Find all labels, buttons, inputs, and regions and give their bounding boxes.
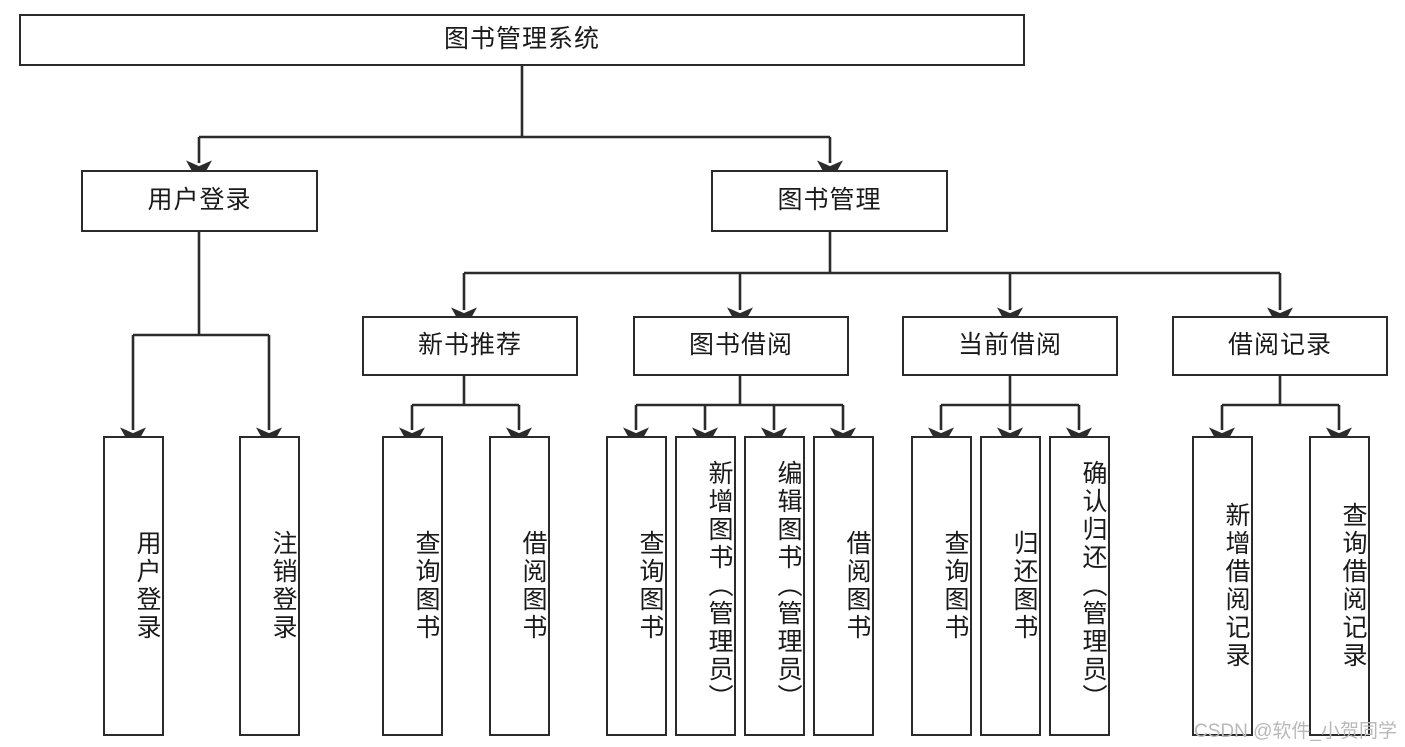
leaf-edit-book-admin[interactable]: 编辑图书（管理员） — [744, 436, 805, 736]
node-new-book-recommend[interactable]: 新书推荐 — [362, 316, 578, 376]
node-current-borrow[interactable]: 当前借阅 — [902, 316, 1118, 376]
node-borrow-record[interactable]: 借阅记录 — [1172, 316, 1388, 376]
leaf-borrow-book[interactable]: 借阅图书 — [813, 436, 874, 736]
node-root-system[interactable]: 图书管理系统 — [19, 14, 1025, 66]
csdn-watermark: CSDN @软件_小贺同学 — [1194, 721, 1397, 742]
leaf-add-borrow-record[interactable]: 新增借阅记录 — [1192, 436, 1253, 736]
leaf-query-borrow-record[interactable]: 查询借阅记录 — [1309, 436, 1370, 736]
leaf-query-book-borrow[interactable]: 查询图书 — [606, 436, 667, 736]
leaf-user-login[interactable]: 用户登录 — [103, 436, 164, 736]
node-book-manage[interactable]: 图书管理 — [711, 170, 948, 232]
leaf-borrow-book-recommend[interactable]: 借阅图书 — [489, 436, 550, 736]
leaf-confirm-return-admin[interactable]: 确认归还（管理员） — [1049, 436, 1110, 736]
leaf-query-book-recommend[interactable]: 查询图书 — [382, 436, 443, 736]
node-user-login[interactable]: 用户登录 — [81, 170, 318, 232]
leaf-user-logout[interactable]: 注销登录 — [239, 436, 300, 736]
leaf-return-book[interactable]: 归还图书 — [980, 436, 1041, 736]
leaf-query-book-current[interactable]: 查询图书 — [911, 436, 972, 736]
leaf-add-book-admin[interactable]: 新增图书（管理员） — [675, 436, 736, 736]
node-book-borrow[interactable]: 图书借阅 — [633, 316, 849, 376]
